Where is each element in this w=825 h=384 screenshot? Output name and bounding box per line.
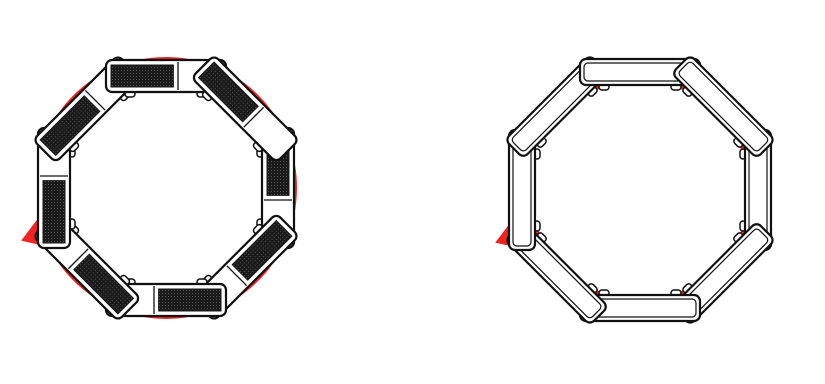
projector-device	[192, 56, 298, 162]
projector-device	[578, 289, 702, 323]
projector-device	[36, 126, 76, 250]
right-rotation-diagram	[495, 56, 774, 324]
projector-device	[104, 58, 228, 98]
projector-device	[507, 128, 541, 252]
left-rotation-diagram	[21, 56, 298, 320]
projector-device	[673, 56, 774, 157]
